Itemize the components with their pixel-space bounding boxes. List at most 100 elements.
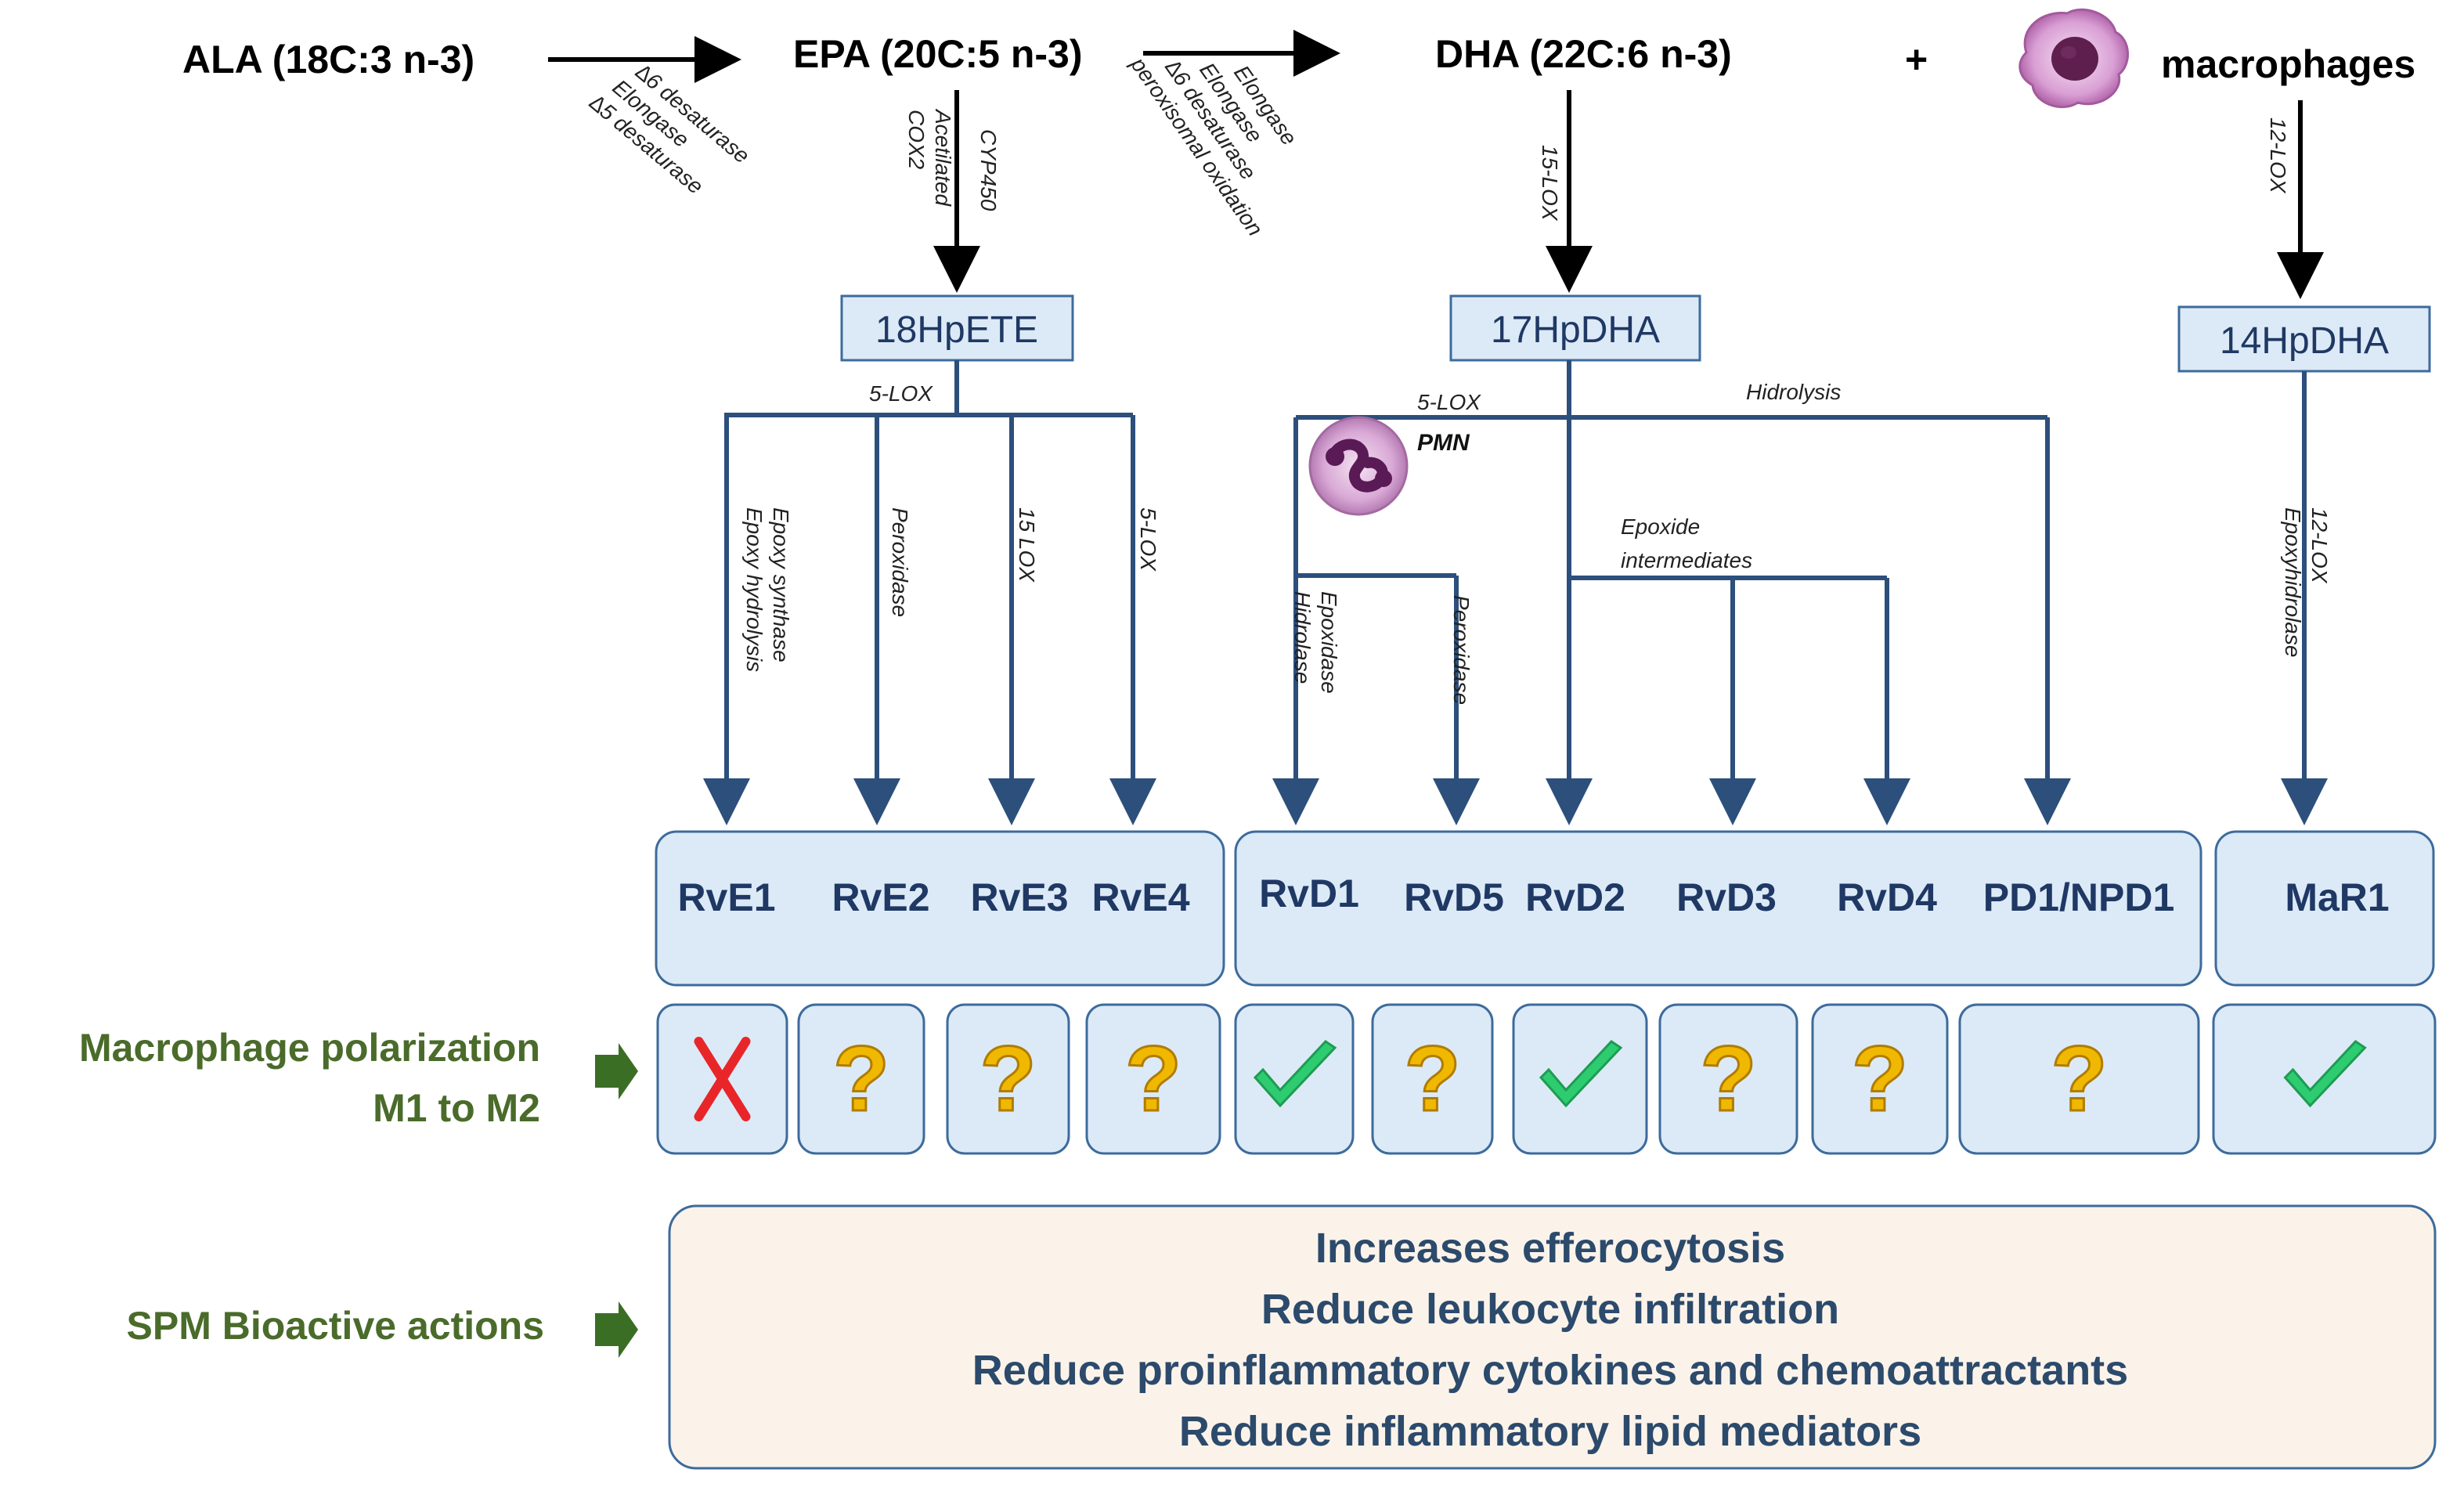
question-icon: ?	[833, 1027, 889, 1131]
enzyme-cyp450: CYP450	[976, 129, 1001, 211]
status-cell	[1512, 1003, 1648, 1155]
product-rve1: RvE1	[677, 875, 775, 919]
box-17hpdha	[1449, 294, 1701, 362]
epa-label: EPA (20C:5 n-3)	[793, 32, 1083, 76]
question-icon: ?	[1404, 1027, 1460, 1131]
status-cell-box	[1085, 1003, 1221, 1155]
e-series-branches	[703, 360, 1156, 825]
enzyme-epoxyhidrolase: Epoxyhidrolase	[2281, 507, 2305, 657]
enzymes-rvd5: Peroxidase	[1449, 595, 1474, 705]
product-rvd4: RvD4	[1837, 875, 1937, 919]
ala-label: ALA (18C:3 n-3)	[182, 38, 474, 81]
product-rvd1: RvD1	[1259, 872, 1359, 915]
enzymes-rve1: Epoxy synthase Epoxy hydrolysis	[742, 507, 793, 672]
check-icon	[1253, 1040, 1337, 1108]
check-icon	[2283, 1040, 2367, 1108]
macrophages-label: macrophages	[2161, 42, 2415, 86]
plus-sign: +	[1905, 38, 1928, 81]
status-cell-box	[946, 1003, 1070, 1155]
product-pd1-npd1: PD1/NPD1	[1983, 875, 2175, 919]
intermediate-18hpete: 18HpETE	[875, 309, 1038, 351]
enzymes-rve4: 5-LOX	[1136, 507, 1160, 572]
status-cell	[1234, 1003, 1355, 1155]
status-cell: ?	[946, 1003, 1070, 1155]
product-rvd2: RvD2	[1525, 875, 1625, 919]
enzyme-epoxide-line2: intermediates	[1621, 548, 1752, 572]
status-cell: ?	[1371, 1003, 1494, 1155]
enzymes-mar1: 12-LOX Epoxyhidrolase	[2281, 507, 2332, 657]
enzyme-epoxidase: Epoxidase	[1317, 591, 1341, 694]
enzyme-epoxide-line1: Epoxide	[1621, 514, 1700, 539]
product-rve3: RvE3	[970, 875, 1068, 919]
product-rve2: RvE2	[832, 875, 929, 919]
enzyme-12lox-mar: 12-LOX	[2307, 507, 2332, 584]
status-cell-box	[797, 1003, 925, 1155]
enzyme-epoxy-synthase: Epoxy synthase	[769, 507, 793, 662]
actions-box	[668, 1204, 2437, 1470]
enzyme-peroxidase-e: Peroxidase	[888, 507, 912, 617]
enzyme-5lox-rve4: 5-LOX	[1136, 507, 1160, 572]
status-cell-box	[1811, 1003, 1949, 1155]
status-cell: ?	[1958, 1003, 2200, 1155]
box-d-series	[1234, 830, 2202, 987]
action-efferocytosis: Increases efferocytosis	[1315, 1225, 1785, 1272]
status-cell: ?	[1811, 1003, 1949, 1155]
enzymes-rvd1: Epoxidase Hidrolase	[1290, 591, 1341, 694]
enzyme-hidrolysis: Hidrolysis	[1746, 380, 1841, 404]
enzymes-ala-to-epa: ∆6 desaturase Elongase ∆5 desaturase	[585, 60, 754, 199]
enzymes-epa-branch: CYP450	[976, 129, 1001, 211]
action-cytokines: Reduce proinflammatory cytokines and che…	[972, 1347, 2128, 1394]
enzyme-5lox-e: 5-LOX	[869, 381, 933, 406]
status-cell-box	[1371, 1003, 1494, 1155]
status-cell-box	[1958, 1003, 2200, 1155]
macrophage-cell-icon	[2018, 8, 2129, 109]
enzyme-cox2: COX2	[904, 110, 929, 170]
status-cell: ?	[1658, 1003, 1798, 1155]
dha-label: DHA (22C:6 n-3)	[1435, 32, 1732, 76]
status-cell: ?	[797, 1003, 925, 1155]
product-rve4: RvE4	[1091, 875, 1189, 919]
enzyme-12lox-mac: 12-LOX	[2266, 117, 2290, 194]
intermediate-17hpdha: 17HpDHA	[1491, 309, 1660, 351]
status-cell-box	[1658, 1003, 1798, 1155]
enzyme-acetilated: Acetilated	[931, 108, 955, 207]
actions-arrow-icon	[595, 1301, 638, 1358]
question-icon: ?	[1700, 1027, 1756, 1131]
pmn-neutrophil-icon	[1308, 416, 1409, 516]
action-lipid-mediators: Reduce inflammatory lipid mediators	[1179, 1408, 1921, 1455]
enzymes-rve3: 15 LOX	[1015, 507, 1039, 583]
box-e-series	[655, 830, 1225, 987]
question-icon: ?	[1852, 1027, 1908, 1131]
actions-label: SPM Bioactive actions	[127, 1304, 545, 1348]
enzyme-15lox-e: 15 LOX	[1015, 507, 1039, 583]
box-maresin	[2214, 830, 2435, 987]
question-icon: ?	[2051, 1027, 2107, 1131]
enzyme-5lox-d: 5-LOX	[1417, 390, 1481, 414]
enzyme-15lox-dha: 15-LOX	[1538, 145, 1562, 222]
pmn-label: PMN	[1417, 430, 1470, 456]
status-cell	[656, 1003, 788, 1155]
enzyme-15-lox: 15-LOX	[1538, 145, 1562, 222]
polarization-label-line1: Macrophage polarization	[79, 1026, 540, 1070]
enzymes-epa-to-dha: Elongase Elongase ∆6 desaturase peroxiso…	[1126, 52, 1302, 240]
polarization-label-line2: M1 to M2	[373, 1086, 540, 1130]
question-icon: ?	[979, 1027, 1036, 1131]
product-rvd5: RvD5	[1404, 875, 1504, 919]
enzymes-epa-cox2: Acetilated COX2	[904, 108, 955, 207]
product-rvd3: RvD3	[1676, 875, 1777, 919]
d-series-branches	[1272, 360, 2071, 825]
enzyme-12-lox: 12-LOX	[2266, 117, 2290, 194]
polarization-arrow-icon	[595, 1043, 638, 1099]
status-cell	[2212, 1003, 2437, 1155]
intermediate-14hpdha: 14HpDHA	[2220, 320, 2389, 362]
status-cell: ?	[1085, 1003, 1221, 1155]
enzyme-epoxy-hydrolysis: Epoxy hydrolysis	[742, 507, 767, 672]
enzymes-rve2: Peroxidase	[888, 507, 912, 617]
product-mar1: MaR1	[2285, 875, 2389, 919]
cross-icon	[694, 1037, 751, 1121]
polarization-status-row: ???????	[656, 1003, 2437, 1155]
enzyme-hidrolase: Hidrolase	[1290, 591, 1315, 684]
question-icon: ?	[1125, 1027, 1181, 1131]
action-leukocyte-infiltration: Reduce leukocyte infiltration	[1261, 1286, 1839, 1333]
